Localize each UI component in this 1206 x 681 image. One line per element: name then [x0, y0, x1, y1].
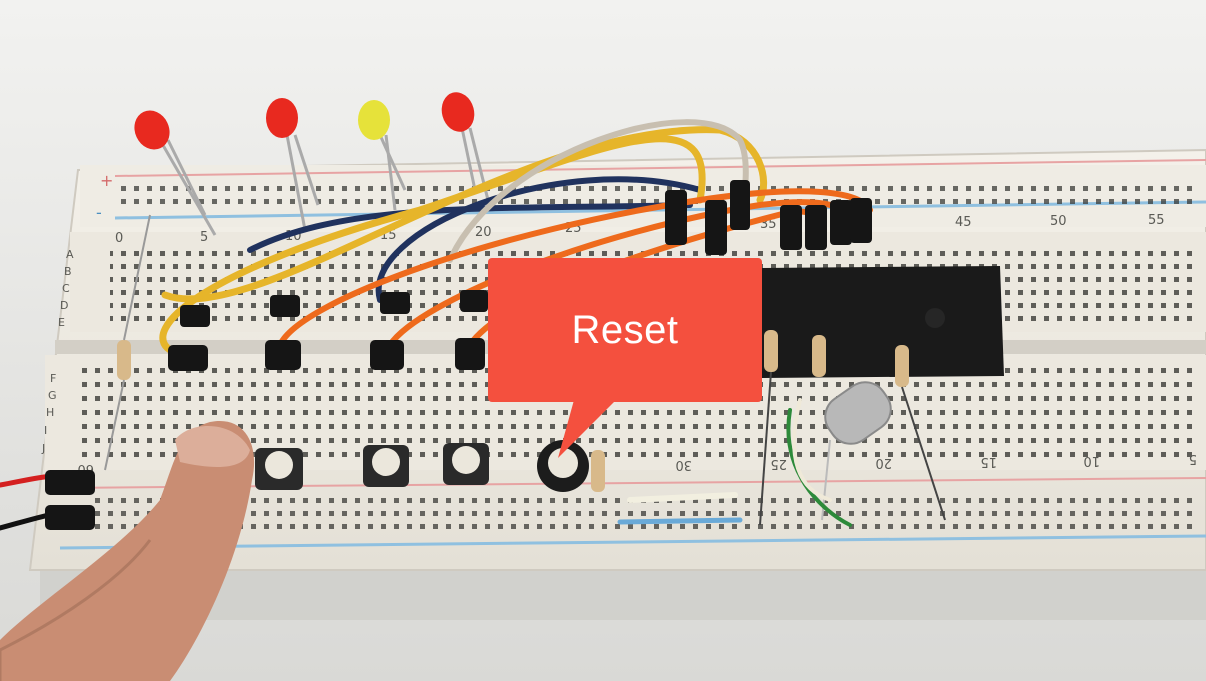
rail-plus-label: +: [100, 171, 113, 190]
row-label: A: [66, 248, 74, 261]
push-button: [363, 445, 409, 487]
col-label: 5: [200, 230, 208, 245]
col-label: 10: [1083, 453, 1100, 468]
finger: [0, 420, 255, 681]
callout-pointer: [558, 400, 616, 458]
row-label: I: [44, 424, 47, 437]
callout-label: Reset: [571, 307, 679, 352]
push-buttons: [255, 440, 589, 492]
wire-plugs: [45, 180, 872, 530]
push-button: [443, 443, 489, 485]
col-label: 5: [1189, 451, 1197, 466]
rail-minus-label: -: [96, 203, 102, 222]
col-label: 20: [475, 225, 492, 240]
col-label: 20: [875, 455, 892, 470]
col-label: 50: [1050, 214, 1067, 229]
row-label: C: [62, 282, 70, 295]
row-label: B: [64, 265, 72, 278]
col-label: 0: [115, 231, 123, 246]
led: [358, 100, 407, 211]
row-label: G: [48, 389, 57, 402]
row-label: F: [50, 372, 56, 385]
col-label: 55: [1148, 213, 1165, 228]
led: [266, 98, 320, 231]
resistors: [104, 214, 946, 526]
reset-push-button: [537, 440, 589, 492]
row-label: H: [46, 406, 54, 419]
reset-callout: Reset: [488, 258, 762, 402]
col-label: 45: [955, 215, 972, 230]
col-label: 15: [980, 454, 997, 469]
row-label: D: [60, 299, 68, 312]
col-label: 25: [770, 456, 787, 471]
col-label: 30: [675, 457, 692, 472]
led: [134, 110, 217, 236]
row-label: E: [58, 316, 65, 329]
push-button: [255, 448, 303, 490]
crystal-oscillator: [821, 381, 892, 521]
row-label: J: [41, 442, 45, 455]
leds: [134, 92, 490, 236]
microcontroller-chip: [760, 266, 1004, 378]
